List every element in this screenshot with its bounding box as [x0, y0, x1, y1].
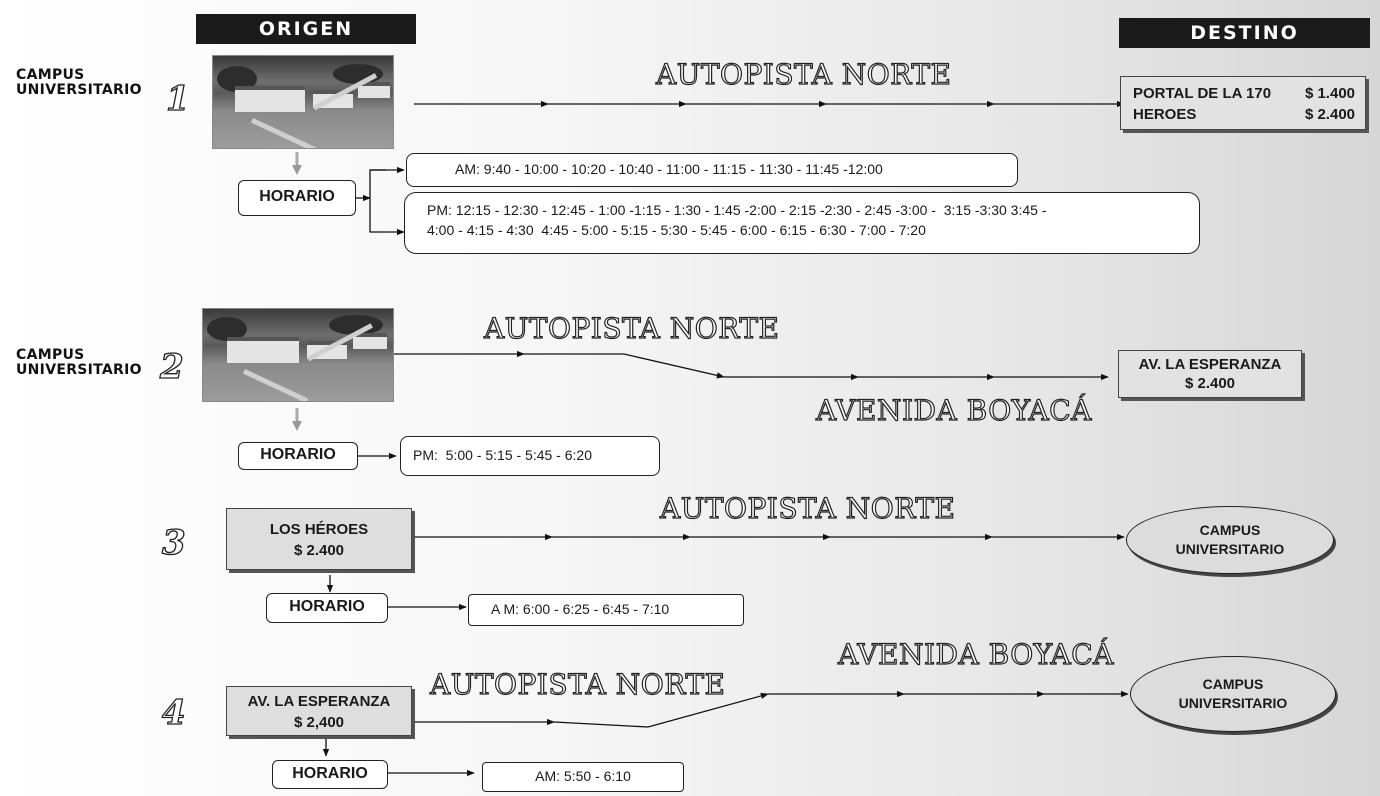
route-1-horario-label: HORARIO [238, 180, 356, 216]
route-3-origin-box: LOS HÉROES $ 2.400 [226, 508, 412, 570]
route-4-destination-oval: CAMPUS UNIVERSITARIO [1130, 656, 1336, 732]
origin-label-line: UNIVERSITARIO [16, 82, 142, 98]
route-3-road-label: AUTOPISTA NORTE [659, 492, 956, 525]
route-1-destination-box: PORTAL DE LA 170 $ 1.400 HEROES $ 2.400 [1120, 76, 1366, 130]
origin-label-line: CAMPUS [16, 67, 85, 83]
route-3-horario-label: HORARIO [266, 593, 388, 623]
origin-header: ORIGEN [196, 14, 416, 44]
route-3-destination-oval: CAMPUS UNIVERSITARIO [1126, 506, 1334, 574]
route-2-origin-label: CAMPUS UNIVERSITARIO [16, 348, 142, 378]
route-2-pm-schedule: PM: 5:00 - 5:15 - 5:45 - 6:20 [400, 436, 660, 476]
route-4-origin-box: AV. LA ESPERANZA $ 2,400 [226, 686, 412, 736]
route-2-horario-label: HORARIO [238, 442, 358, 470]
campus-photo [202, 308, 394, 402]
route-4-number: 4 [161, 693, 186, 733]
destination-name: PORTAL DE LA 170 [1133, 85, 1272, 102]
route-1-pm-schedule: PM: 12:15 - 12:30 - 12:45 - 1:00 -1:15 -… [404, 192, 1200, 254]
route-2-number: 2 [159, 347, 184, 387]
destination-line: UNIVERSITARIO [1175, 541, 1285, 557]
destination-line: CAMPUS [1199, 522, 1261, 538]
destination-header: DESTINO [1119, 18, 1370, 48]
destination-price: $ 1.400 [1304, 85, 1355, 102]
pm-schedule-line: 4:00 - 4:15 - 4:30 4:45 - 5:00 - 5:15 - … [427, 222, 926, 238]
route-4-road-label-2: AVENIDA BOYACÁ [837, 638, 1114, 671]
destination-name: AV. LA ESPERANZA [1138, 356, 1282, 373]
route-4-am-schedule: AM: 5:50 - 6:10 [482, 762, 684, 792]
campus-photo [212, 55, 394, 149]
origin-price: $ 2,400 [293, 714, 345, 731]
origin-name: AV. LA ESPERANZA [247, 693, 391, 710]
route-4-horario-label: HORARIO [272, 760, 388, 789]
route-4-road-label-1: AUTOPISTA NORTE [429, 668, 726, 701]
destination-line: UNIVERSITARIO [1178, 695, 1288, 711]
origin-price: $ 2.400 [293, 542, 345, 559]
route-2-road-label-2: AVENIDA BOYACÁ [815, 394, 1092, 427]
route-2-destination-box: AV. LA ESPERANZA $ 2.400 [1118, 350, 1302, 398]
destination-price: $ 2.400 [1184, 375, 1236, 392]
destination-line: CAMPUS [1202, 676, 1264, 692]
route-1-origin-label: CAMPUS UNIVERSITARIO [16, 68, 142, 98]
destination-name: HEROES [1133, 106, 1197, 123]
origin-label-line: CAMPUS [16, 347, 85, 363]
route-1-road-label: AUTOPISTA NORTE [655, 58, 952, 91]
route-1-number: 1 [165, 79, 190, 119]
pm-schedule-line: PM: 12:15 - 12:30 - 12:45 - 1:00 -1:15 -… [427, 202, 1047, 218]
origin-label-line: UNIVERSITARIO [16, 362, 142, 378]
destination-price: $ 2.400 [1304, 106, 1355, 123]
route-1-am-schedule: AM: 9:40 - 10:00 - 10:20 - 10:40 - 11:00… [406, 153, 1018, 187]
origin-name: LOS HÉROES [269, 521, 369, 538]
route-3-number: 3 [161, 523, 186, 563]
route-2-road-label-1: AUTOPISTA NORTE [483, 312, 780, 345]
route-3-am-schedule: A M: 6:00 - 6:25 - 6:45 - 7:10 [468, 594, 744, 626]
